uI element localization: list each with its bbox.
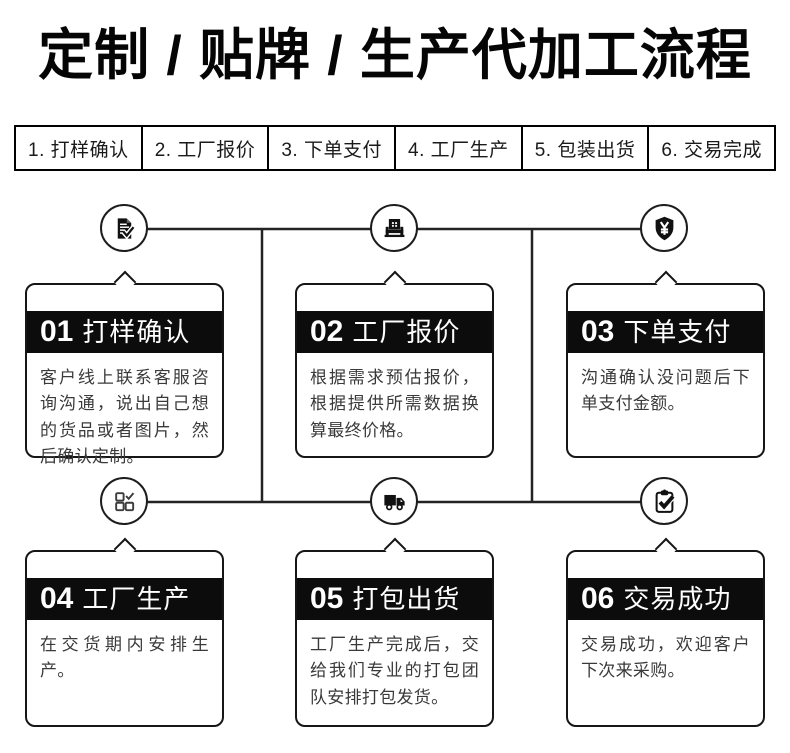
steps-bar-item-4: 4. 工厂生产 xyxy=(394,127,521,169)
card-description: 沟通确认没问题后下单支付金额。 xyxy=(581,368,750,414)
card-title: 工厂报价 xyxy=(352,317,461,347)
card-number: 03 xyxy=(581,315,615,348)
node-deal-success xyxy=(640,477,688,525)
card-title: 工厂生产 xyxy=(82,584,191,614)
card-number: 05 xyxy=(310,582,344,615)
card-notch xyxy=(383,270,406,294)
card-title: 交易成功 xyxy=(623,584,732,614)
card-factory-production: 04 工厂生产 在交货期内安排生产。 xyxy=(25,537,224,727)
card-factory-quote: 02 工厂报价 根据需求预估报价，根据提供所需数据换算最终价格。 xyxy=(295,270,494,458)
steps-bar: 1. 打样确认 2. 工厂报价 3. 下单支付 4. 工厂生产 5. 包装出货 … xyxy=(14,125,776,171)
card-number: 02 xyxy=(310,315,344,348)
node-order-payment xyxy=(640,204,688,252)
card-header: 02 工厂报价 xyxy=(297,311,492,353)
card-notch xyxy=(654,537,677,561)
card-number: 06 xyxy=(581,582,615,615)
card-description: 工厂生产完成后，交给我们专业的打包团队安排打包发货。 xyxy=(310,635,479,707)
card-header: 03 下单支付 xyxy=(568,311,763,353)
card-title: 打包出货 xyxy=(352,584,461,614)
card-title: 下单支付 xyxy=(623,317,732,347)
steps-bar-item-3: 3. 下单支付 xyxy=(267,127,394,169)
steps-bar-item-1: 1. 打样确认 xyxy=(28,139,129,161)
printing-machine-icon xyxy=(384,218,404,237)
checkbox-grid-icon xyxy=(114,491,134,511)
card-header: 05 打包出货 xyxy=(297,578,492,620)
steps-bar-item-5: 5. 包装出货 xyxy=(520,127,648,169)
steps-bar-item-6: 6. 交易完成 xyxy=(647,127,774,169)
delivery-truck-icon xyxy=(383,494,405,510)
card-number: 04 xyxy=(40,582,74,615)
clipboard-check-icon xyxy=(655,488,675,513)
yuan-shield-icon xyxy=(655,216,673,240)
card-description: 交易成功，欢迎客户下次来采购。 xyxy=(581,635,750,681)
card-sample-confirm: 01 打样确认 客户线上联系客服咨询沟通，说出自己想的货品或者图片，然后确认定制… xyxy=(25,270,224,466)
node-factory-production xyxy=(100,477,148,525)
node-factory-quote xyxy=(370,204,418,252)
card-notch xyxy=(113,270,136,294)
card-deal-success: 06 交易成功 交易成功，欢迎客户下次来采购。 xyxy=(566,537,765,727)
card-number: 01 xyxy=(40,315,74,348)
card-notch xyxy=(383,537,406,561)
card-header: 06 交易成功 xyxy=(568,578,763,620)
card-description: 在交货期内安排生产。 xyxy=(40,635,209,681)
card-title: 打样确认 xyxy=(82,317,191,347)
document-check-icon xyxy=(117,217,136,240)
card-description: 客户线上联系客服咨询沟通，说出自己想的货品或者图片，然后确认定制。 xyxy=(40,368,209,467)
card-packing-shipping: 05 打包出货 工厂生产完成后，交给我们专业的打包团队安排打包发货。 xyxy=(295,537,494,727)
card-notch xyxy=(113,537,136,561)
card-notch xyxy=(654,270,677,294)
steps-bar-item-2: 2. 工厂报价 xyxy=(140,127,268,169)
page-title: 定制 / 贴牌 / 生产代加工流程 xyxy=(38,24,752,86)
node-packing-shipping xyxy=(370,477,418,525)
node-sample-confirm xyxy=(100,204,148,252)
card-header: 04 工厂生产 xyxy=(27,578,222,620)
card-header: 01 打样确认 xyxy=(27,311,222,353)
card-order-payment: 03 下单支付 沟通确认没问题后下单支付金额。 xyxy=(566,270,765,458)
card-description: 根据需求预估报价，根据提供所需数据换算最终价格。 xyxy=(310,368,479,440)
